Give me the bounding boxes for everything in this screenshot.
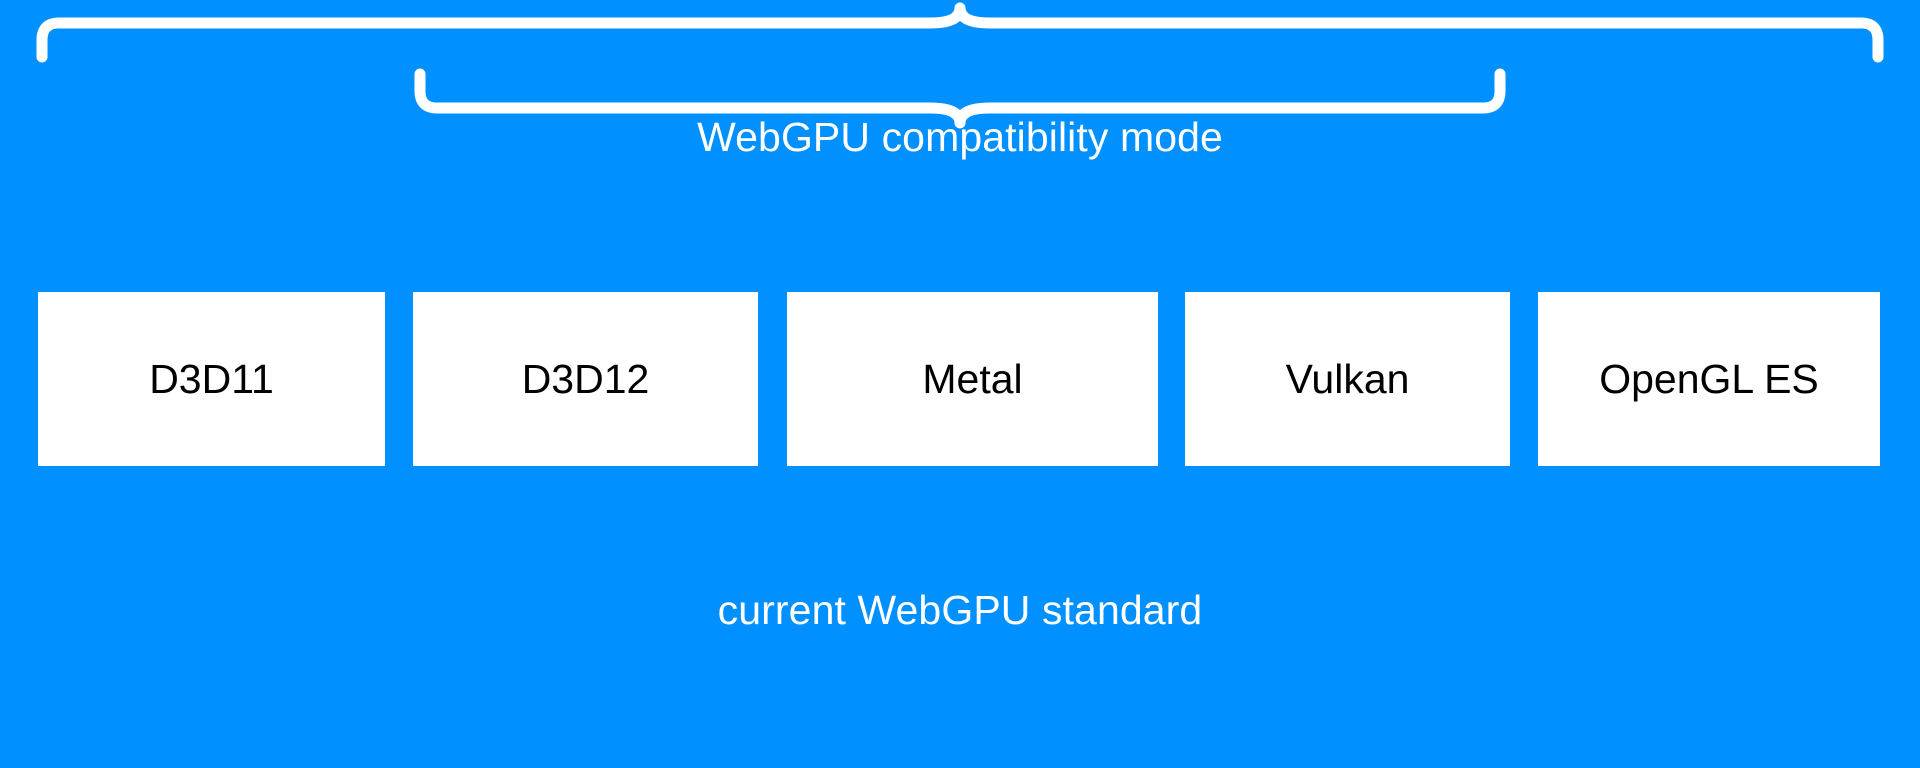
bottom-group-label: current WebGPU standard [717,587,1203,633]
api-box-d3d11[interactable]: D3D11 [38,292,385,466]
api-box-label: D3D11 [149,355,274,402]
api-box-metal[interactable]: Metal [787,292,1158,466]
api-box-label: D3D12 [521,355,650,402]
api-boxes-row: D3D11 D3D12 Metal Vulkan OpenGL ES [0,292,1920,466]
api-box-d3d12[interactable]: D3D12 [413,292,758,466]
bottom-group-brace [0,68,1920,136]
api-box-label: OpenGL ES [1599,355,1819,402]
api-box-opengl-es[interactable]: OpenGL ES [1538,292,1880,466]
top-group-brace [0,0,1920,68]
bottom-brace-icon [414,68,1506,129]
api-box-vulkan[interactable]: Vulkan [1185,292,1510,466]
top-brace-icon [36,2,1884,63]
api-box-label: Vulkan [1285,355,1410,402]
api-box-label: Metal [922,355,1023,402]
